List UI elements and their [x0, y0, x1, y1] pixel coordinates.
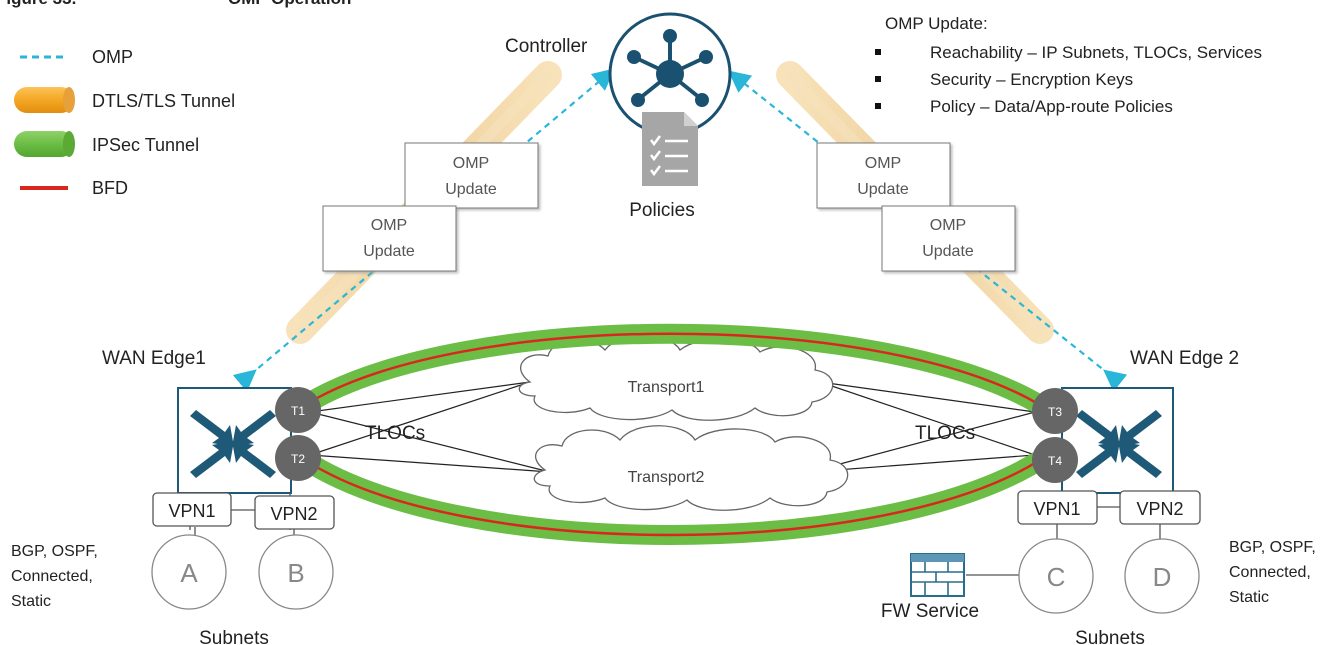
vpn1-left-label: VPN1	[168, 501, 215, 521]
protocols-line: Connected,	[11, 568, 93, 585]
bullet-icon	[875, 76, 881, 82]
vpn2-right: VPN2	[1119, 490, 1201, 525]
figure-caption-title: OMP Operation	[228, 0, 351, 8]
subnet-c: C	[1018, 538, 1094, 614]
router-arrows-icon	[190, 410, 276, 478]
wan-edge-2: WAN Edge 2	[1061, 348, 1239, 494]
subnet-d: D	[1124, 538, 1200, 614]
protocols-right: BGP, OSPF, Connected, Static	[1229, 539, 1316, 606]
omp-update-message-left-bottom: OMP Update	[322, 205, 457, 272]
tlocs-label-left: TLOCs	[365, 423, 425, 444]
subnet-a-label: A	[180, 558, 198, 588]
wan-edge-1-label: WAN Edge1	[102, 348, 206, 369]
ipsec-tunnel-top	[295, 323, 1050, 415]
vpn1-right-label: VPN1	[1033, 499, 1080, 519]
omp-update-message-left-top: OMP Update	[404, 142, 539, 209]
vpn1-left: VPN1	[152, 492, 232, 527]
protocols-line: Static	[11, 593, 51, 610]
fw-service: FW Service	[881, 553, 979, 622]
bullet-icon	[875, 49, 881, 55]
message-line1: OMP	[453, 155, 489, 172]
bullet-icon	[875, 103, 881, 109]
subnet-d-label: D	[1153, 562, 1172, 592]
policy-document-icon	[642, 112, 698, 186]
tloc-t3-label: T3	[1048, 405, 1062, 419]
protocols-line: BGP, OSPF,	[11, 543, 98, 560]
tloc-t4: T4	[1032, 437, 1078, 483]
tlocs-label-right: TLOCs	[915, 423, 975, 444]
subnet-b: B	[258, 534, 334, 610]
transport2-label: Transport2	[628, 469, 705, 486]
protocols-left: BGP, OSPF, Connected, Static	[11, 543, 98, 610]
omp-update-message-right-top: OMP Update	[816, 142, 951, 209]
omp-update-item: Policy – Data/App-route Policies	[930, 97, 1173, 116]
legend: OMP DTLS/TLS Tunnel IPSec Tunnel BFD	[14, 47, 235, 198]
tloc-t4-label: T4	[1048, 454, 1062, 468]
policies-label: Policies	[629, 200, 694, 221]
vpn2-left: VPN2	[254, 495, 335, 530]
vpn2-left-label: VPN2	[270, 504, 317, 524]
message-line2: Update	[363, 243, 415, 260]
tloc-t2-label: T2	[291, 452, 305, 466]
subnet-c-label: C	[1047, 562, 1066, 592]
subnets-label-right: Subnets	[1075, 628, 1145, 645]
transport-links	[309, 381, 1036, 473]
message-line1: OMP	[865, 155, 901, 172]
protocols-line: Connected,	[1229, 564, 1311, 581]
subnets-label-left: Subnets	[199, 628, 269, 645]
fw-service-label: FW Service	[881, 601, 979, 622]
legend-omp-label: OMP	[92, 47, 133, 67]
tloc-t1-label: T1	[291, 404, 305, 418]
right-branch	[966, 506, 1161, 576]
message-line2: Update	[445, 181, 497, 198]
omp-update-info: OMP Update: Reachability – IP Subnets, T…	[875, 14, 1262, 116]
controller-label: Controller	[505, 36, 588, 57]
legend-omp: OMP	[20, 47, 133, 67]
vpn2-right-label: VPN2	[1136, 499, 1183, 519]
omp-update-title: OMP Update:	[885, 14, 988, 33]
tloc-t2: T2	[275, 435, 321, 481]
subnet-b-label: B	[287, 558, 304, 588]
legend-ipsec: IPSec Tunnel	[14, 131, 199, 157]
omp-line-right	[728, 70, 1128, 392]
transport1-cloud: Transport1	[518, 335, 834, 421]
ipsec-tunnel-bottom	[295, 450, 1050, 545]
router-arrows-icon	[1076, 410, 1162, 478]
omp-update-message-right-bottom: OMP Update	[881, 205, 1016, 272]
omp-update-item: Reachability – IP Subnets, TLOCs, Servic…	[930, 43, 1262, 62]
protocols-line: BGP, OSPF,	[1229, 539, 1316, 556]
legend-bfd: BFD	[20, 178, 128, 198]
legend-dtls-label: DTLS/TLS Tunnel	[92, 91, 235, 111]
message-line1: OMP	[930, 217, 966, 234]
tloc-t3: T3	[1032, 388, 1078, 434]
transport2-cloud: Transport2	[533, 425, 849, 511]
message-line2: Update	[857, 181, 909, 198]
vpn1-right: VPN1	[1017, 490, 1098, 525]
firewall-icon	[910, 553, 965, 597]
hub-network-icon	[627, 29, 713, 107]
tloc-t1: T1	[275, 387, 321, 433]
legend-ipsec-label: IPSec Tunnel	[92, 135, 199, 155]
policies: Policies	[629, 112, 698, 221]
wan-edge-1: WAN Edge1	[102, 348, 292, 494]
subnet-a: A	[151, 534, 227, 610]
legend-bfd-label: BFD	[92, 178, 128, 198]
wan-edge-2-label: WAN Edge 2	[1130, 348, 1239, 369]
omp-update-item: Security – Encryption Keys	[930, 70, 1133, 89]
protocols-line: Static	[1229, 589, 1269, 606]
legend-dtls: DTLS/TLS Tunnel	[14, 87, 235, 113]
figure-caption-number: Figure 33.	[0, 0, 76, 8]
message-line2: Update	[922, 243, 974, 260]
transport1-label: Transport1	[628, 379, 705, 396]
message-line1: OMP	[371, 217, 407, 234]
